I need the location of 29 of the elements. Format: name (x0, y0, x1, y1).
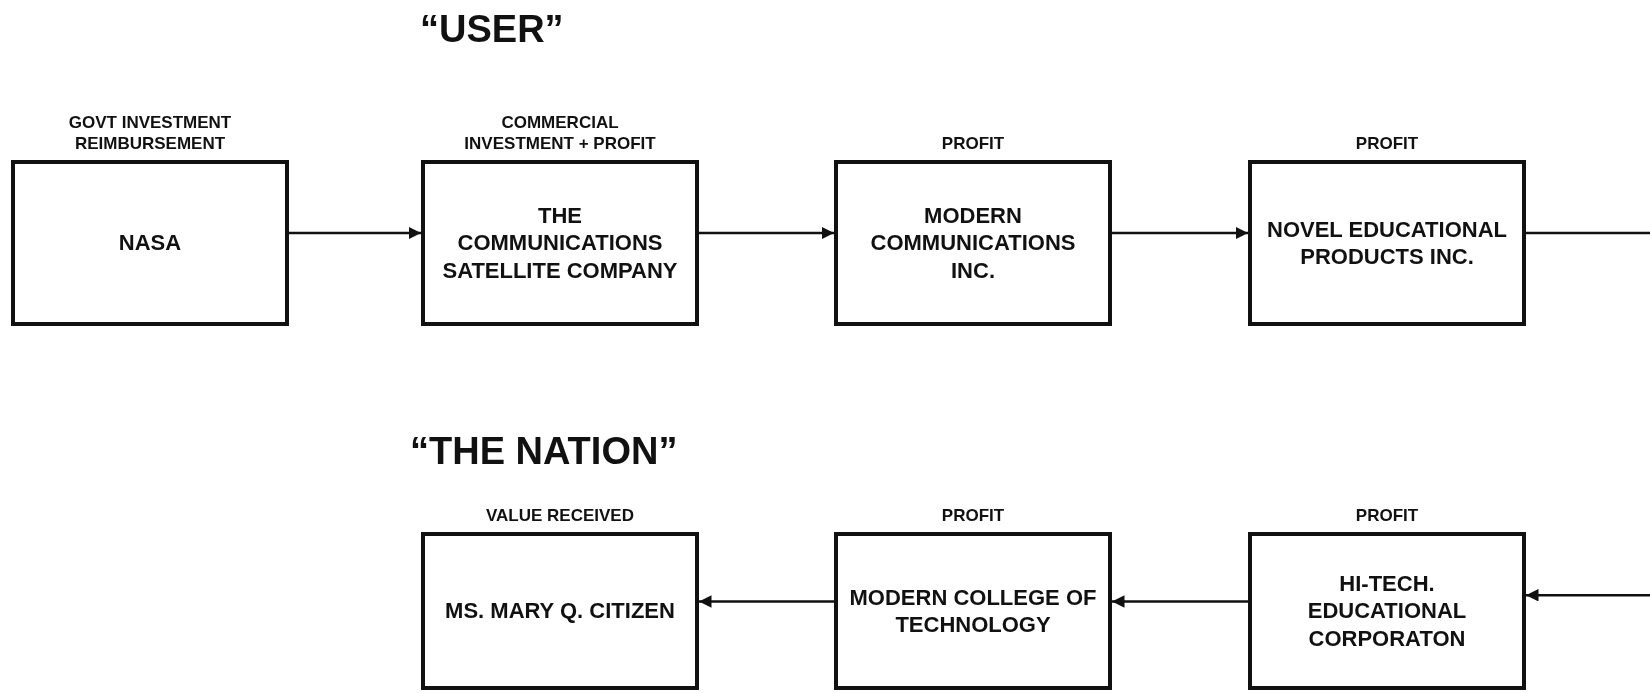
box-label: MODERN COMMUNICATIONS INC. (869, 201, 1077, 285)
process-box (421, 160, 699, 326)
flow-annotation: PROFIT (1354, 133, 1420, 154)
arrow (1526, 588, 1650, 602)
flow-annotation: GOVT INVESTMENT REIMBURSEMENT (67, 113, 233, 154)
flow-annotation: PROFIT (940, 133, 1006, 154)
process-box (1248, 160, 1526, 326)
arrow (1112, 226, 1248, 240)
box-label: MODERN COLLEGE OF TECHNOLOGY (848, 583, 1098, 639)
section-heading: “USER” (420, 8, 564, 51)
arrow (289, 226, 421, 240)
section-heading: “THE NATION” (410, 430, 678, 473)
process-box (1248, 532, 1526, 690)
box-label: NOVEL EDUCATIONAL PRODUCTS INC. (1266, 215, 1508, 271)
box-label: MS. MARY Q. CITIZEN (444, 597, 676, 625)
box-label: HI-TECH. EDUCATIONAL CORPORATON (1306, 569, 1468, 653)
box-label: THE COMMUNICATIONS SATELLITE COMPANY (441, 201, 679, 285)
arrow (699, 226, 834, 240)
flow-annotation: PROFIT (940, 505, 1006, 526)
flow-annotation: PROFIT (1354, 505, 1420, 526)
flow-annotation: COMMERCIAL INVESTMENT + PROFIT (463, 113, 657, 154)
flow-annotation: VALUE RECEIVED (485, 505, 635, 526)
arrow (1112, 595, 1248, 608)
process-box (834, 532, 1112, 690)
process-box (834, 160, 1112, 326)
process-box (421, 532, 699, 690)
arrow (699, 595, 834, 608)
process-box (11, 160, 289, 326)
box-label: NASA (117, 229, 183, 257)
